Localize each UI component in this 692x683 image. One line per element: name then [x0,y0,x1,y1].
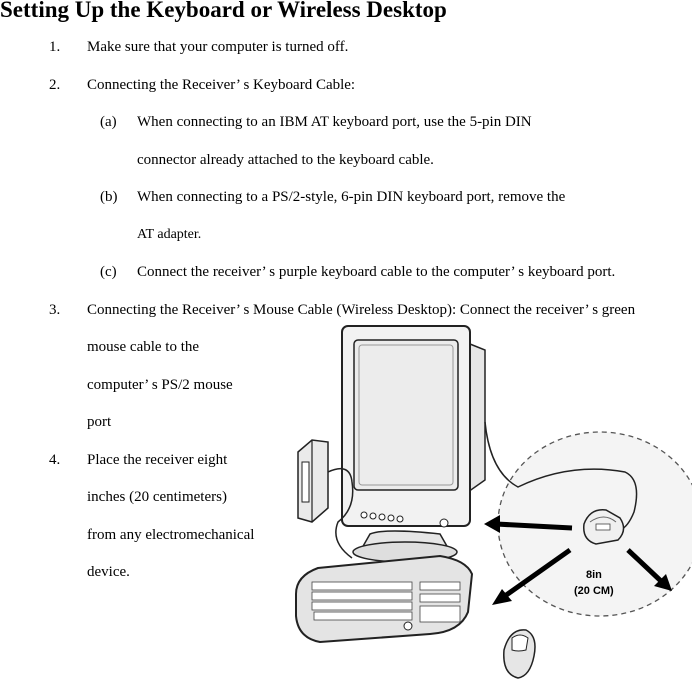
step-1-number: 1. [49,39,61,55]
step-3-text-line-2: mouse cable to the [87,339,200,355]
step-3-text-line-3: computer’ s PS/2 mouse [87,377,233,393]
step-4-text-line-3: from any electromechanical [87,527,255,543]
step-2-text: Connecting the Receiver’ s Keyboard Cabl… [87,77,356,93]
step-4-text-line-2: inches (20 centimeters) [87,489,227,505]
step-2b-text-line-2: AT adapter. [137,227,202,242]
step-2a-text-line-1: When connecting to an IBM AT keyboard po… [137,114,532,130]
arrow-to-monitor-head [484,515,500,533]
distance-inches-label: 8in [586,569,602,581]
page-title: Setting Up the Keyboard or Wireless Desk… [0,0,447,22]
step-3-number: 3. [49,302,61,318]
step-2c-label: (c) [100,264,117,280]
step-1-text: Make sure that your computer is turned o… [87,39,349,55]
step-2-number: 2. [49,77,61,93]
setup-illustration: 8in (20 CM) [290,312,692,683]
step-4-number: 4. [49,452,61,468]
step-2b-text-line-1: When connecting to a PS/2-style, 6-pin D… [137,189,566,205]
mouse-icon [503,629,536,679]
arrow-outward-head [654,574,672,591]
desktop-setup-drawing: 8in (20 CM) [295,325,692,679]
step-3-text-line-4: port [87,414,112,430]
step-4-text-line-4: device. [87,564,130,580]
keyboard-cable [327,467,354,559]
arrow-to-monitor [495,521,573,531]
step-3-text-line-1: Connecting the Receiver’ s Mouse Cable (… [87,302,636,318]
arrow-to-keyboard [500,547,572,601]
step-2a-label: (a) [100,114,117,130]
monitor-buttons [360,511,449,528]
arrow-to-keyboard-head [492,589,512,605]
keyboard-icon [295,554,474,644]
step-4-text-line-1: Place the receiver eight [87,452,228,468]
receiver-icon [583,509,625,545]
arrow-outward [626,548,664,584]
step-2a-text-line-2: connector already attached to the keyboa… [137,152,434,168]
distance-cm-label: (20 CM) [574,585,614,597]
range-arrows [484,515,672,605]
step-2b-label: (b) [100,189,118,205]
receiver-cable [484,421,638,531]
monitor-screen [353,339,459,491]
step-2c-text: Connect the receiver’ s purple keyboard … [137,264,616,280]
